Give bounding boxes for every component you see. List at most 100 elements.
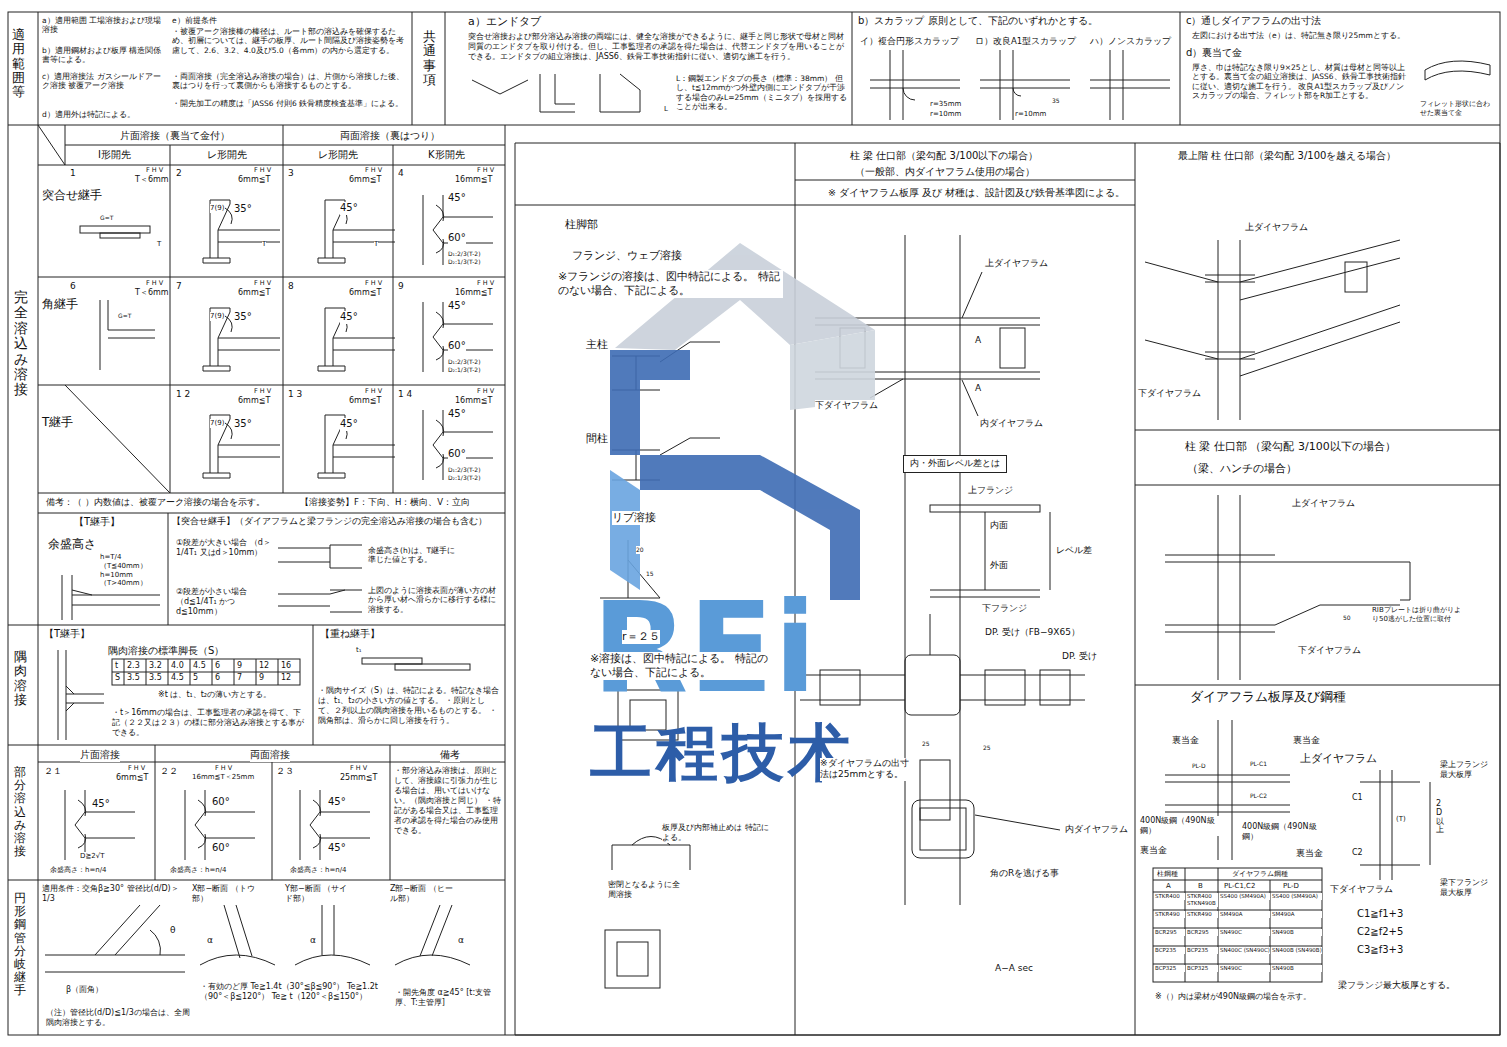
- drawing-text: a）適用範囲 工場溶接および現場溶接: [42, 16, 167, 35]
- drawing-text: 9: [398, 281, 404, 292]
- drawing-text: SN490B: [1272, 929, 1322, 936]
- drawing-text: 梁下フランジ最大板厚: [1440, 878, 1495, 898]
- drawing-text: SM490A: [1272, 911, 1322, 918]
- drawing-text: 3: [288, 168, 294, 179]
- line-work: [395, 905, 470, 965]
- drawing-text: 柱鋼種: [1157, 870, 1178, 879]
- drawing-text: 16: [281, 661, 291, 671]
- drawing-text: SS400 (SM490A): [1220, 893, 1270, 900]
- line-work: [920, 760, 950, 820]
- drawing-text: ２１: [44, 766, 62, 777]
- drawing-text: 9: [259, 673, 264, 683]
- section-heading: 2D以上: [1436, 800, 1444, 835]
- section-heading: 部分溶込み溶接: [14, 766, 26, 858]
- drawing-text: 1: [70, 168, 76, 179]
- drawing-text: 400N級鋼（490N級鋼）: [1242, 822, 1332, 842]
- drawing-text: SS400 (SM490A): [1272, 893, 1322, 900]
- drawing-text: 密閉となるように全周溶接: [608, 880, 680, 900]
- line-work: [1040, 670, 1070, 705]
- drawing-text: 外面: [990, 560, 1008, 571]
- drawing-text: 45°: [340, 418, 358, 431]
- drawing-text: 下ダイヤフラム: [815, 400, 878, 411]
- drawing-text: α: [310, 935, 316, 946]
- weld-details: [45, 50, 1490, 972]
- drawing-text: ※フランジの溶接は、図中特記による。 特記のない場合、下記による。: [558, 270, 783, 298]
- drawing-text: ２３: [276, 766, 294, 777]
- drawing-text: 6mm≦T: [238, 175, 270, 185]
- drawing-text: 35°: [234, 203, 252, 216]
- drawing-text: 5: [193, 673, 198, 683]
- line-work: [45, 905, 185, 972]
- drawing-text: 6: [215, 673, 220, 683]
- drawing-text: 4: [398, 168, 404, 179]
- line-work: [203, 415, 280, 478]
- drawing-text: 角のRを逃げる事: [990, 868, 1062, 879]
- drawing-text: T＜6mm: [135, 175, 169, 185]
- drawing-text: a）エンドタブ: [468, 15, 541, 29]
- drawing-text: r＝２５: [622, 630, 660, 644]
- drawing-text: PL-D: [1283, 882, 1299, 891]
- drawing-text: 25mm≦T: [340, 773, 377, 783]
- drawing-text: 400N級鋼（490N級鋼）: [1140, 816, 1220, 836]
- drawing-text: ※t は、t₁、t₂の薄い方とする。: [158, 690, 271, 700]
- line-work: [278, 545, 362, 612]
- section-heading: 適用範囲等: [12, 28, 25, 99]
- drawing-text: F H V: [254, 279, 271, 287]
- drawing-text: SN400C (SN490C): [1220, 947, 1270, 954]
- drawing-text: ダイヤフラム鋼種: [1232, 870, 1288, 879]
- drawing-text: 適用条件：交角β≧30° 管径比(d/D)＞1/3: [42, 884, 182, 904]
- drawing-text: 7(9): [210, 312, 224, 321]
- drawing-text: 間柱: [586, 432, 608, 446]
- drawing-text: DP. 受け（FB−9X65）: [985, 627, 1080, 638]
- drawing-text: S: [115, 673, 120, 683]
- drawing-text: 6mm≦T: [349, 175, 381, 185]
- drawing-text: A: [1166, 882, 1171, 891]
- drawing-text: 7: [176, 281, 182, 292]
- drawing-text: ダイアフラム板厚及び鋼種: [1190, 689, 1346, 705]
- drawing-text: 16mm≦T: [455, 288, 492, 298]
- drawing-text: F H V: [365, 387, 382, 395]
- drawing-text: r=10mm: [1015, 110, 1046, 119]
- drawing-text: t: [115, 661, 118, 671]
- drawing-text: 隅肉溶接の標準脚長（S）: [108, 645, 224, 658]
- drawing-text: c）通しダイアフラムの出寸法: [1186, 15, 1322, 28]
- drawing-text: SN400B (SN490B): [1272, 947, 1322, 954]
- drawing-text: 15: [646, 570, 654, 578]
- drawing-text: 12: [259, 661, 269, 671]
- drawing-text: d）適用外は特記による。: [42, 110, 167, 119]
- drawing-text: ・開先加工の精度は「JASS6 付則6 鉄骨精度検査基準」による。: [172, 99, 407, 108]
- drawing-text: ・t＞16mmの場合は、工事監理者の承認を得て、下記（２２又は２３）の様に部分溶…: [112, 708, 307, 738]
- drawing-text: T継手: [42, 415, 73, 430]
- drawing-text: F H V: [350, 764, 367, 772]
- line-work: [65, 790, 135, 860]
- drawing-text: 上フランジ: [968, 485, 1013, 496]
- drawing-text: Z部−断面 （ヒール部）: [390, 884, 455, 904]
- drawing-text: 16mm≦T: [455, 396, 492, 406]
- note-text: 内・外面レベル差とは: [910, 458, 1000, 469]
- drawing-text: 3.5: [127, 673, 140, 683]
- drawing-text: t₁: [356, 646, 362, 655]
- drawing-text: SN490B: [1272, 965, 1322, 972]
- drawing-text: ２２: [160, 766, 178, 777]
- drawing-text: 2.3: [127, 661, 140, 671]
- drawing-text: 上ダイヤフラム: [1292, 498, 1355, 509]
- drawing-text: G=T: [118, 312, 131, 320]
- drawing-text: 下ダイヤフラム: [1330, 884, 1393, 895]
- drawing-text: ※溶接は、図中特記による。 特記のない場合、下記による。: [590, 652, 775, 680]
- line-work: [985, 670, 1025, 705]
- drawing-text: ・隅肉サイズ（S）は、特記による。特記なき場合は、t₁、t₂の小さい方の値とする…: [318, 686, 500, 726]
- line-work: [8, 12, 1500, 1035]
- section-heading: 共通事項: [423, 30, 436, 87]
- drawing-text: Y部−断面 （サイド部）: [285, 884, 350, 904]
- drawing-text: （注）管径比(d/D)≦1/3の場合は、全周隅肉溶接とする。: [46, 1008, 196, 1028]
- drawing-text: r=35mm: [930, 100, 961, 109]
- drawing-text: F H V: [477, 166, 494, 174]
- drawing-text: 余盛高さ: [48, 537, 96, 552]
- line-work: [820, 670, 860, 705]
- drawing-text: 上ダイヤフラム: [1245, 222, 1308, 233]
- drawing-text: 下ダイヤフラム: [1298, 645, 1361, 656]
- drawing-text: 6mm≦T: [349, 396, 381, 406]
- drawing-text: α: [458, 935, 464, 946]
- drawing-text: (T): [1396, 815, 1406, 824]
- drawing-text: 45°: [340, 311, 358, 324]
